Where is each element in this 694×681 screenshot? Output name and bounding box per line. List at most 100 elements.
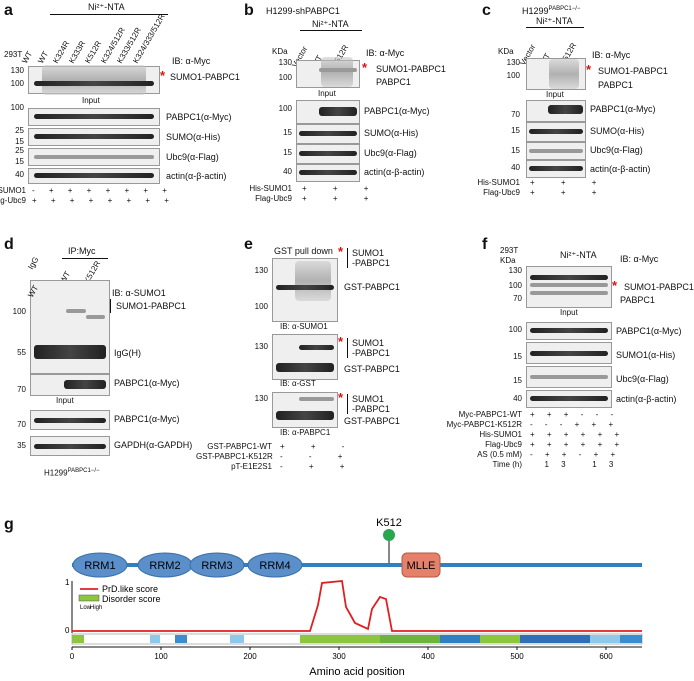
row-label: Flag-Ubc9: [485, 440, 522, 449]
row-label: AS (0.5 mM): [477, 450, 522, 459]
header-rule: [300, 30, 362, 31]
row-label: His-SUMO1: [249, 184, 292, 193]
row-signs: + + +: [530, 178, 609, 187]
row-signs: + + + + + +: [530, 430, 625, 439]
cell-line-sup: PABPC1−/−: [67, 468, 100, 474]
target-label: SUMO1-PABPC1: [598, 66, 668, 76]
target-label: SUMO1 -PABPC1: [352, 338, 390, 358]
blot-label: PABPC1(α-Myc): [166, 112, 232, 122]
prd-score-line: [72, 580, 642, 632]
disorder-segment: [620, 635, 642, 643]
mw-marker: 25: [15, 146, 24, 155]
target-label: SUMO1-PABPC1: [624, 282, 694, 292]
target-label: SUMO1-PABPC1: [116, 301, 186, 311]
row-signs: + + +: [530, 188, 609, 197]
blot-label: Ubc9(α-Flag): [590, 145, 643, 155]
blot-gapdh: [30, 436, 110, 456]
row-signs: + + +: [302, 194, 381, 203]
cell-line: 293T: [4, 50, 23, 59]
ib-label: IB: α-Myc: [366, 48, 405, 58]
row-signs: - + + - + +: [530, 450, 621, 459]
panel-label-e: e: [244, 236, 253, 253]
blot-sumo: [296, 124, 360, 144]
header-ni-nta: Ni²⁺-NTA: [312, 19, 349, 29]
ib-label: IB: α-Myc: [592, 50, 631, 60]
blot-label: actin(α-β-actin): [166, 171, 227, 181]
row-signs: 1 3 1 3: [530, 460, 619, 469]
mw-marker: 70: [511, 110, 520, 119]
target-label: SUMO1-PABPC1: [376, 64, 446, 74]
row-signs: + + + + + + + +: [32, 196, 175, 205]
ib-label: IB: α-Myc: [620, 254, 659, 264]
mw-marker: 15: [513, 376, 522, 385]
kda-label: KDa: [498, 47, 514, 56]
cell-line-sup: PABPC1−/−: [548, 6, 581, 12]
blot-label: PABPC1(α-Myc): [616, 326, 682, 336]
gst-label: GST-PABPC1: [344, 282, 400, 292]
panel-label-a: a: [4, 2, 13, 19]
asterisk: *: [160, 68, 166, 83]
asterisk: *: [338, 334, 344, 349]
row-label: Myc-PABPC1-K512R: [446, 420, 522, 429]
blot-label: Ubc9(α-Flag): [166, 152, 219, 162]
mw-marker: 130: [254, 394, 268, 403]
bracket: [347, 338, 348, 358]
row-label: Myc-PABPC1-WT: [458, 410, 522, 419]
input-label: Input: [318, 89, 336, 98]
ib-label: IB: α-GST: [280, 379, 316, 388]
blot-ubc9: [526, 366, 612, 388]
input-label: Input: [82, 96, 100, 105]
mw-marker: 40: [511, 163, 520, 172]
mw-marker: 130: [254, 342, 268, 351]
x-tick-label: 200: [243, 652, 257, 661]
row-signs: - + + + + + + +: [32, 186, 173, 195]
x-tick-label: 100: [154, 652, 168, 661]
mw-marker: 40: [513, 394, 522, 403]
mw-marker: 130: [10, 66, 24, 75]
domain-label: RRM1: [84, 560, 115, 572]
blot-ni-nta: [526, 266, 612, 308]
mw-marker: 70: [17, 420, 26, 429]
row-label: pT-E1E2S1: [231, 462, 272, 471]
row-signs: + + +: [302, 184, 381, 193]
asterisk: *: [586, 62, 592, 77]
mw-marker: 25: [15, 126, 24, 135]
row-label: Flag-Ubc9: [255, 194, 292, 203]
blot-label: SUMO(α-His): [590, 126, 645, 136]
domain-rrm1: [72, 552, 128, 578]
legend-low: Low: [80, 605, 92, 611]
mw-marker: 70: [17, 385, 26, 394]
y-tick-bottom: 0: [65, 626, 70, 635]
disorder-segment: [480, 635, 520, 643]
domain-label: RRM3: [201, 560, 232, 572]
mw-marker: 130: [254, 266, 268, 275]
blot-pulldown-pabpc1: [272, 392, 338, 428]
mw-marker: 15: [511, 146, 520, 155]
blot-label: GAPDH(α-GAPDH): [114, 440, 193, 450]
row-label: His-SUMO1: [479, 430, 522, 439]
target-label: SUMO1 -PABPC1: [352, 394, 390, 414]
panel-label-b: b: [244, 2, 254, 19]
mw-marker: 130: [278, 58, 292, 67]
mw-marker: 100: [10, 79, 24, 88]
blot-label: PABPC1(α-Myc): [364, 106, 430, 116]
x-tick-label: 400: [421, 652, 435, 661]
mw-marker: 40: [15, 170, 24, 179]
row-label: Flag-Ubc9: [0, 196, 26, 205]
mw-marker: 100: [508, 281, 522, 290]
ib-label: IB: α-PABPC1: [280, 428, 331, 437]
igg-label: IgG(H): [114, 348, 141, 358]
header-ni-nta: Ni²⁺-NTA: [560, 250, 597, 260]
mw-marker: 100: [254, 302, 268, 311]
domain-label: RRM2: [149, 560, 180, 572]
mw-marker: 15: [511, 126, 520, 135]
header-rule: [62, 258, 108, 259]
blot-ni-nta: [526, 58, 586, 90]
blot-ubc9: [296, 144, 360, 164]
blot-label: PABPC1(α-Myc): [590, 104, 656, 114]
asterisk: *: [338, 390, 344, 405]
blot-ni-nta: [296, 57, 360, 88]
ib-label: IB: α-Myc: [172, 56, 211, 66]
target2-label: PABPC1: [598, 80, 633, 90]
ip-label: IP:Myc: [68, 246, 96, 256]
